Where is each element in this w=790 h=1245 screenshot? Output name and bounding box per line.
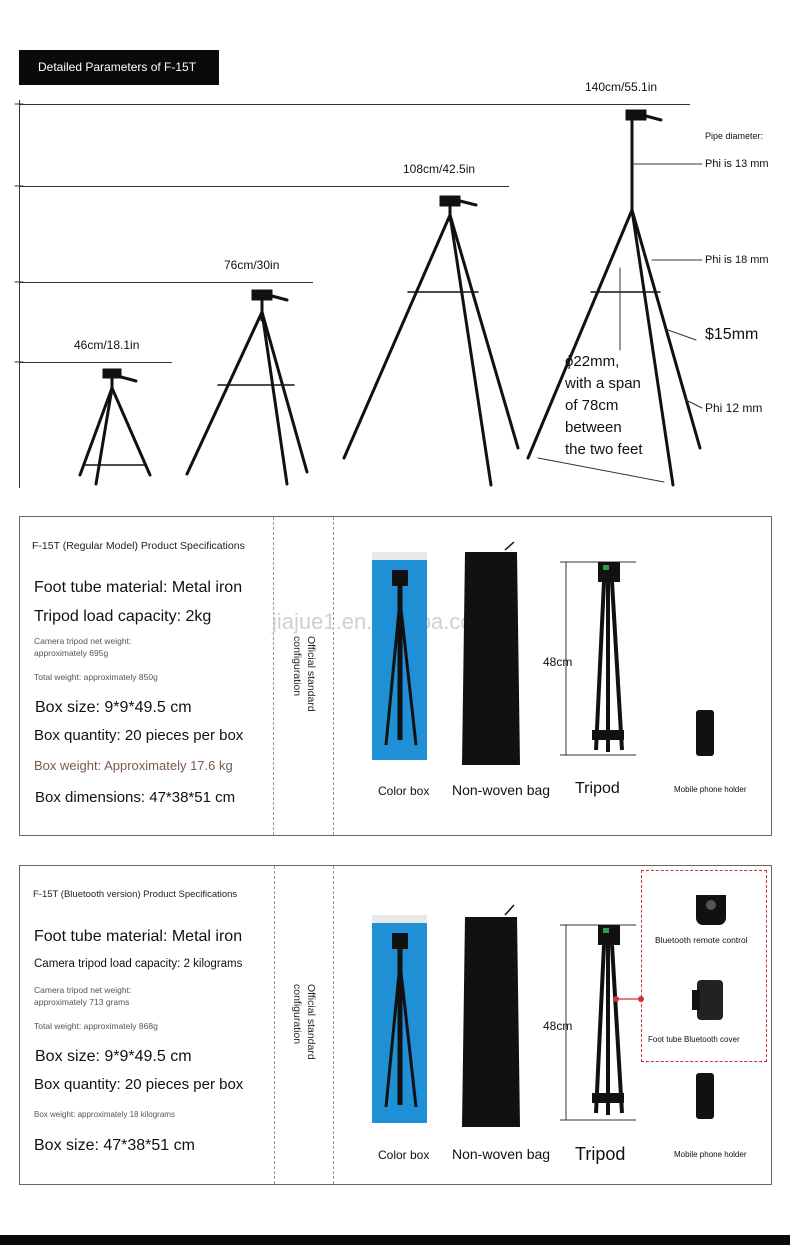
pipe-diameter-title: Pipe diameter: <box>705 131 764 141</box>
caption-color-box: Color box <box>378 784 430 798</box>
spec-box-size: Box size: 9*9*49.5 cm <box>35 1048 192 1065</box>
span-note-line: of 78cm <box>565 397 619 414</box>
caption-bag: Non-woven bag <box>452 782 551 798</box>
spec-box-weight: Box weight: approximately 18 kilograms <box>34 1110 175 1119</box>
caption-bag: Non-woven bag <box>452 1146 551 1162</box>
page-title: Detailed Parameters of F-15T <box>19 50 219 85</box>
caption-color-box: Color box <box>378 1148 430 1162</box>
regular-products <box>372 541 714 765</box>
tripod-108-icon <box>342 195 520 487</box>
span-note: ϕ22mm, with a span of 78cm between the t… <box>565 351 643 461</box>
tripod-icon <box>560 561 636 756</box>
tripod-140-icon <box>526 109 702 487</box>
span-note-line: ϕ22mm, <box>565 353 620 370</box>
axis-line <box>19 100 20 488</box>
span-note-line: between <box>565 419 622 436</box>
regular-spec-panel <box>19 516 772 836</box>
height-line-140 <box>19 104 690 105</box>
spec-net-weight-line: Camera tripod net weight: <box>34 636 132 646</box>
pipe-diameter-15: $15mm <box>705 326 759 343</box>
config-label: Official standard configuration <box>291 984 317 1060</box>
phone-holder-icon <box>696 710 714 756</box>
span-note-line: the two feet <box>565 441 643 458</box>
spec-box-weight: Box weight: Approximately 17.6 kg <box>34 758 233 773</box>
spec-title: F-15T (Bluetooth version) Product Specif… <box>33 889 238 900</box>
color-box-icon <box>372 915 427 1123</box>
spec-load: Tripod load capacity: 2kg <box>34 608 212 625</box>
non-woven-bag-icon <box>462 541 520 765</box>
span-note-line: with a span <box>565 375 641 392</box>
caption-holder: Mobile phone holder <box>674 1150 747 1159</box>
spec-box-dims: Box dimensions: 47*38*51 cm <box>35 789 236 806</box>
caption-tripod: Tripod <box>575 1144 626 1164</box>
pipe-diameter-12: Phi 12 mm <box>705 401 763 415</box>
footer-bar <box>0 1235 790 1245</box>
pipe-diameter-18: Phi is 18 mm <box>705 254 769 266</box>
height-line-46 <box>19 362 172 363</box>
tripod-icon <box>560 924 644 1121</box>
spec-load: Camera tripod load capacity: 2 kilograms <box>34 958 243 970</box>
bluetooth-cover-icon <box>692 980 723 1020</box>
height-label-76: 76cm/30in <box>224 258 280 272</box>
spec-net-weight-line: approximately 713 grams <box>34 997 130 1007</box>
height-label-46: 46cm/18.1in <box>74 338 140 352</box>
caption-tripod: Tripod <box>575 780 620 797</box>
height-label-108: 108cm/42.5in <box>403 162 476 176</box>
spec-net-weight: Camera tripod net weight: approximately … <box>34 635 131 659</box>
height-label: 48cm <box>543 655 573 669</box>
tripod-76-icon <box>185 289 309 486</box>
caption-cover: Foot tube Bluetooth cover <box>648 1035 740 1044</box>
spec-foot-tube: Foot tube material: Metal iron <box>34 928 243 945</box>
tripod-46-icon <box>78 368 152 486</box>
spec-net-weight-line: Camera tripod net weight: <box>34 985 132 995</box>
config-label: Official standard configuration <box>291 636 317 712</box>
spec-total-weight: Total weight: approximately 850g <box>34 672 158 682</box>
color-box-icon <box>372 552 427 760</box>
tripod-illustrations <box>14 103 703 487</box>
height-label: 48cm <box>543 1019 573 1033</box>
spec-foot-tube: Foot tube material: Metal iron <box>34 579 243 596</box>
phone-holder-icon <box>696 1073 714 1119</box>
bluetooth-accessories-frame <box>641 870 767 1062</box>
divider <box>333 517 334 835</box>
pipe-diameter-13: Phi is 13 mm <box>705 158 769 170</box>
spec-total-weight: Total weight: approximately 868g <box>34 1021 158 1031</box>
height-label-140: 140cm/55.1in <box>585 80 658 94</box>
height-line-76 <box>19 282 313 283</box>
height-line-108 <box>19 186 509 187</box>
divider <box>274 866 275 1184</box>
bluetooth-products <box>372 895 726 1127</box>
spec-title: F-15T (Regular Model) Product Specificat… <box>32 540 245 552</box>
spec-box-qty: Box quantity: 20 pieces per box <box>34 1076 244 1093</box>
callout-lines <box>537 163 703 483</box>
spec-box-size: Box size: 9*9*49.5 cm <box>35 699 192 716</box>
spec-box-qty: Box quantity: 20 pieces per box <box>34 727 244 744</box>
spec-net-weight: Camera tripod net weight: approximately … <box>34 984 131 1008</box>
spec-box-dims: Box size: 47*38*51 cm <box>34 1137 195 1154</box>
divider <box>273 517 274 835</box>
caption-remote: Bluetooth remote control <box>655 935 748 945</box>
spec-net-weight-line: approximately 695g <box>34 648 109 658</box>
bluetooth-remote-icon <box>696 895 726 925</box>
divider <box>333 866 334 1184</box>
caption-holder: Mobile phone holder <box>674 785 747 794</box>
non-woven-bag-icon <box>462 904 520 1127</box>
bluetooth-spec-panel <box>19 865 772 1185</box>
